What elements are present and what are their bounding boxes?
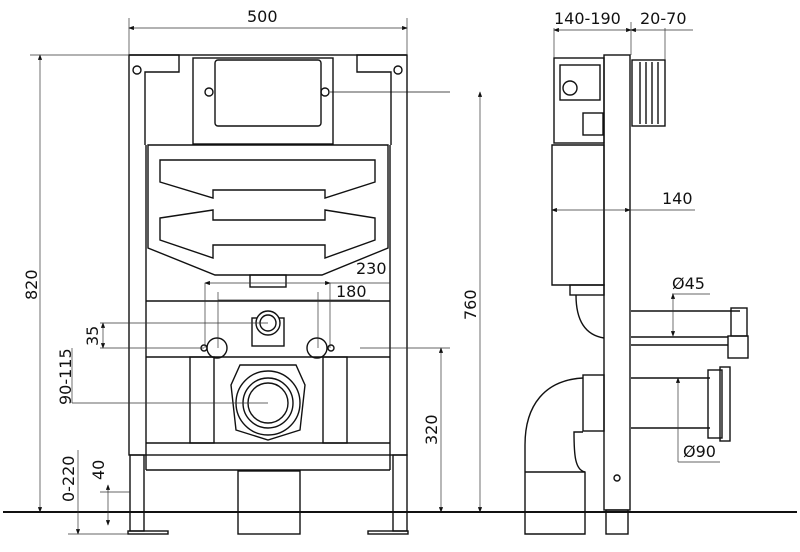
side-view (524, 54, 749, 535)
side-dimensions: 140-190 20-70 140 Ø45 Ø90 (551, 9, 720, 463)
flush-plate-range-label: 20-70 (640, 9, 687, 28)
outlet-height-range-label: 90-115 (56, 348, 75, 405)
front-view (127, 54, 450, 535)
inlet-offset-label: 35 (83, 326, 102, 346)
front-dimensions: 500 820 230 180 35 90-115 0-220 40 320 7… (22, 7, 483, 535)
outlet-height-label: 320 (422, 414, 441, 445)
outlet-spacing-inner-label: 180 (336, 282, 367, 301)
frame-top-height-label: 760 (461, 289, 480, 320)
cistern-depth-label: 140 (662, 189, 693, 208)
small-pipe-diameter-label: Ø45 (672, 274, 705, 293)
leg-adjust-range-label: 0-220 (59, 456, 78, 503)
total-height-label: 820 (22, 269, 41, 300)
depth-range-label: 140-190 (554, 9, 621, 28)
outlet-spacing-outer-label: 230 (356, 259, 387, 278)
foot-height-label: 40 (89, 460, 108, 480)
large-pipe-diameter-label: Ø90 (683, 442, 716, 461)
width-label: 500 (247, 7, 278, 26)
